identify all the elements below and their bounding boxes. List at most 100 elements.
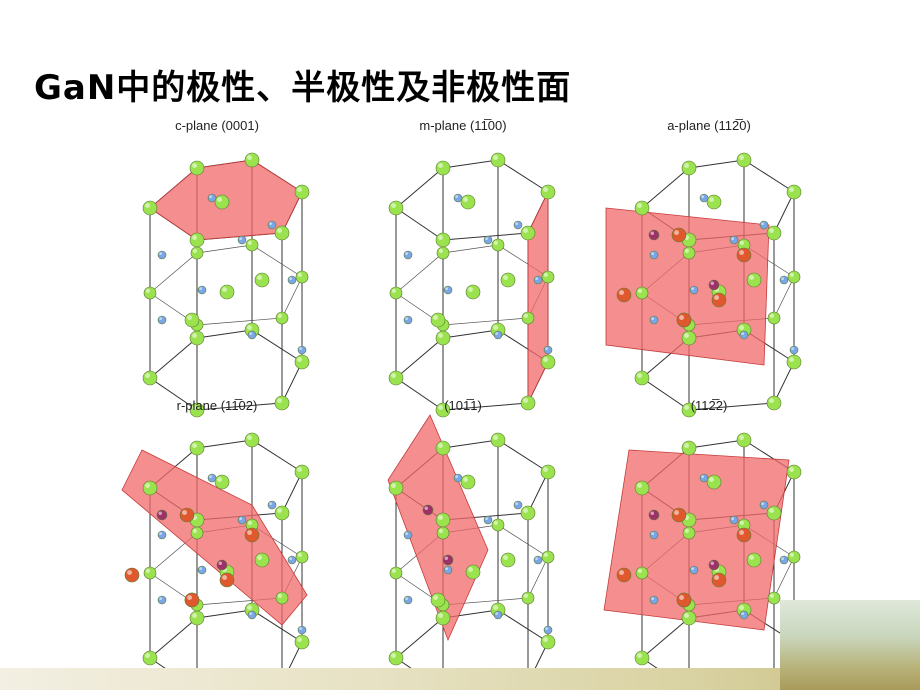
ga-atom-shine bbox=[192, 163, 197, 168]
n-atom-shine bbox=[495, 332, 498, 335]
ga-atom-shine bbox=[543, 357, 548, 362]
ga-atom-shine bbox=[277, 228, 282, 233]
n-atom-in-plane bbox=[156, 509, 168, 521]
ga-atom-shine bbox=[503, 275, 508, 280]
ga-atom bbox=[189, 232, 205, 248]
ga-atom-shine bbox=[493, 240, 498, 245]
n-atom-shine bbox=[515, 222, 518, 225]
ga-atom-shine bbox=[789, 187, 794, 192]
ga-atom-shine bbox=[297, 187, 302, 192]
ga-atom-shine bbox=[493, 605, 498, 610]
ga-atom bbox=[143, 566, 157, 580]
n-atom-in-plane-shine bbox=[444, 556, 448, 560]
n-atom bbox=[287, 275, 297, 285]
n-atom-shine bbox=[209, 475, 212, 478]
panel-r-label: r-plane (11̅02) bbox=[177, 398, 258, 413]
n-atom-shine bbox=[485, 237, 488, 240]
highlight-atom bbox=[676, 312, 692, 328]
ga-atom-shine bbox=[438, 248, 443, 253]
n-atom-shine bbox=[249, 332, 253, 335]
ga-atom bbox=[389, 286, 403, 300]
ga-atom bbox=[786, 184, 802, 200]
n-atom bbox=[483, 515, 493, 525]
highlight-atom bbox=[184, 592, 200, 608]
ga-atom-shine bbox=[769, 313, 774, 318]
ga-atom bbox=[766, 505, 782, 521]
ga-atom-shine bbox=[192, 235, 197, 240]
n-atom bbox=[759, 220, 769, 230]
ga-atom bbox=[435, 610, 451, 626]
ga-atom-shine bbox=[438, 333, 443, 338]
n-atom bbox=[207, 473, 217, 483]
ga-atom bbox=[244, 432, 260, 448]
ga-atom-shine bbox=[391, 373, 396, 378]
ga-atom bbox=[634, 480, 650, 496]
n-atom bbox=[443, 285, 453, 295]
ga-atom bbox=[682, 246, 696, 260]
ga-atom bbox=[540, 184, 556, 200]
highlight-atom-shine bbox=[187, 595, 192, 600]
ga-atom-shine bbox=[637, 288, 642, 293]
ga-atom-shine bbox=[247, 240, 252, 245]
n-atom bbox=[157, 595, 167, 605]
n-atom-in-plane bbox=[216, 559, 228, 571]
ga-atom bbox=[245, 238, 259, 252]
n-atom bbox=[297, 625, 307, 635]
ga-atom bbox=[274, 225, 290, 241]
n-atom-shine bbox=[535, 277, 538, 280]
ga-atom-shine bbox=[543, 637, 548, 642]
ga-atom bbox=[275, 311, 289, 325]
highlight-atom bbox=[676, 592, 692, 608]
ga-atom bbox=[706, 194, 722, 210]
n-atom bbox=[267, 220, 277, 230]
n-atom-shine bbox=[405, 252, 408, 256]
n-atom bbox=[157, 250, 167, 260]
ga-atom-shine bbox=[277, 508, 282, 513]
n-atom bbox=[247, 330, 257, 340]
n-atom-shine bbox=[405, 532, 408, 535]
ga-atom-shine bbox=[257, 275, 262, 280]
ga-atom-shine bbox=[709, 477, 714, 482]
n-atom bbox=[789, 345, 799, 355]
n-atom bbox=[699, 473, 709, 483]
ga-atom bbox=[435, 160, 451, 176]
ga-atom bbox=[767, 311, 781, 325]
highlight-atom-shine bbox=[247, 530, 252, 535]
ga-atom-shine bbox=[493, 155, 498, 160]
n-atom-shine bbox=[199, 287, 202, 290]
ga-atom-shine bbox=[739, 240, 744, 245]
n-atom bbox=[483, 235, 493, 245]
ga-atom-shine bbox=[277, 398, 282, 403]
highlight-atom bbox=[244, 527, 260, 543]
ga-atom-shine bbox=[523, 313, 528, 318]
n-atom-shine bbox=[791, 347, 794, 350]
ga-atom-shine bbox=[684, 333, 689, 338]
ga-atom-shine bbox=[391, 568, 396, 573]
ga-atom bbox=[491, 238, 505, 252]
highlight-atom bbox=[219, 572, 235, 588]
panel-s-prism bbox=[387, 414, 556, 670]
ga-atom bbox=[766, 225, 782, 241]
n-atom-shine bbox=[651, 597, 654, 600]
ga-atom-shine bbox=[684, 405, 689, 410]
ga-atom bbox=[541, 550, 555, 564]
ga-atom bbox=[786, 464, 802, 480]
n-atom bbox=[287, 555, 297, 565]
ga-atom bbox=[460, 194, 476, 210]
ga-atom-shine bbox=[145, 568, 150, 573]
ga-atom bbox=[736, 432, 752, 448]
ga-atom-shine bbox=[438, 515, 443, 520]
highlight-atom-shine bbox=[127, 570, 132, 575]
panel-a-prism bbox=[605, 152, 802, 418]
crystal-plane-m bbox=[527, 191, 549, 404]
ga-atom bbox=[490, 152, 506, 168]
ga-atom bbox=[635, 286, 649, 300]
ga-atom-shine bbox=[222, 287, 227, 292]
n-atom bbox=[237, 235, 247, 245]
ga-atom bbox=[436, 246, 450, 260]
n-atom bbox=[513, 500, 523, 510]
highlight-atom-shine bbox=[182, 510, 187, 515]
n-atom-shine bbox=[445, 567, 448, 570]
ga-atom bbox=[189, 610, 205, 626]
n-atom-shine bbox=[299, 627, 302, 630]
